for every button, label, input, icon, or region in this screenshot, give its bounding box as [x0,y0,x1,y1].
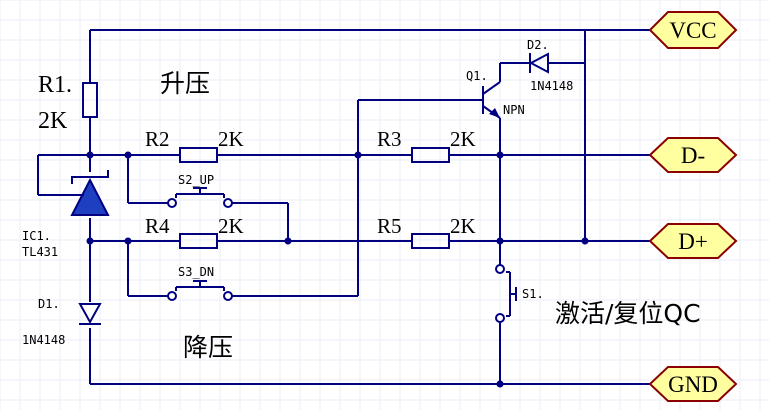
q1-collector-leg [482,81,501,95]
q1-ref-label: Q1. [466,69,488,83]
wires [37,29,650,385]
junctions [86,151,589,388]
port-dminus-label: D- [681,143,705,168]
tl431-symbol [70,170,110,216]
r1-value-label: 2K [38,108,68,134]
r2-value-label: 2K [218,127,244,151]
transistor-q1 [482,81,501,119]
junction-dot [496,151,504,159]
port-gnd-label: GND [668,372,718,397]
diode-d1 [78,303,102,325]
d2-value-label: 1N4148 [530,79,573,93]
port-vcc: VCC [648,11,738,49]
junction-dot [354,151,362,159]
r5-ref-label: R5 [377,214,402,238]
resistor-r4 [179,233,218,249]
junction-dot [496,237,504,245]
ic1-ref-label: IC1. [22,229,51,243]
d2-ref-label: D2. [527,38,549,52]
port-dminus: D- [648,137,738,173]
port-dplus-label: D+ [678,229,708,254]
d1-ref-label: D1. [38,297,60,311]
buck-label: 降压 [183,333,233,362]
port-gnd: GND [648,366,738,402]
r2-ref-label: R2 [145,127,170,151]
switch-s2 [167,187,233,208]
resistor-r1 [82,82,98,118]
boost-label: 升压 [160,69,210,98]
resistor-r2 [179,147,218,163]
junction-dot [124,237,132,245]
r5-value-label: 2K [450,214,476,238]
tl431-cathode-bar [71,170,109,184]
port-dplus: D+ [648,223,738,259]
junction-dot [124,151,132,159]
r3-ref-label: R3 [377,127,402,151]
junction-dot [284,237,292,245]
q1-emitter-arrow [489,108,500,118]
tl431-triangle [70,177,110,216]
resistor-r5 [411,233,450,249]
port-vcc-label: VCC [669,18,716,43]
junction-dot [581,237,589,245]
r4-value-label: 2K [218,214,244,238]
activate-reset-label: 激活/复位QC [555,299,701,328]
junction-dot [496,380,504,388]
diode-d2 [528,52,549,74]
junction-dot [86,237,94,245]
s2-label: S2_UP [178,173,214,187]
d1-triangle [78,303,102,325]
r4-ref-label: R4 [145,214,170,238]
resistor-r3 [411,147,450,163]
s1-label: S1. [522,287,544,301]
r1-ref-label: R1. [38,72,72,98]
switch-s1 [495,264,517,323]
d2-triangle [528,52,549,74]
junction-dot [86,151,94,159]
q1-type-label: NPN [503,103,525,117]
s3-label: S3_DN [178,265,214,279]
d1-value-label: 1N4148 [22,333,65,347]
switch-s3 [167,280,233,301]
r3-value-label: 2K [450,127,476,151]
ic1-value-label: TL431 [22,245,58,259]
